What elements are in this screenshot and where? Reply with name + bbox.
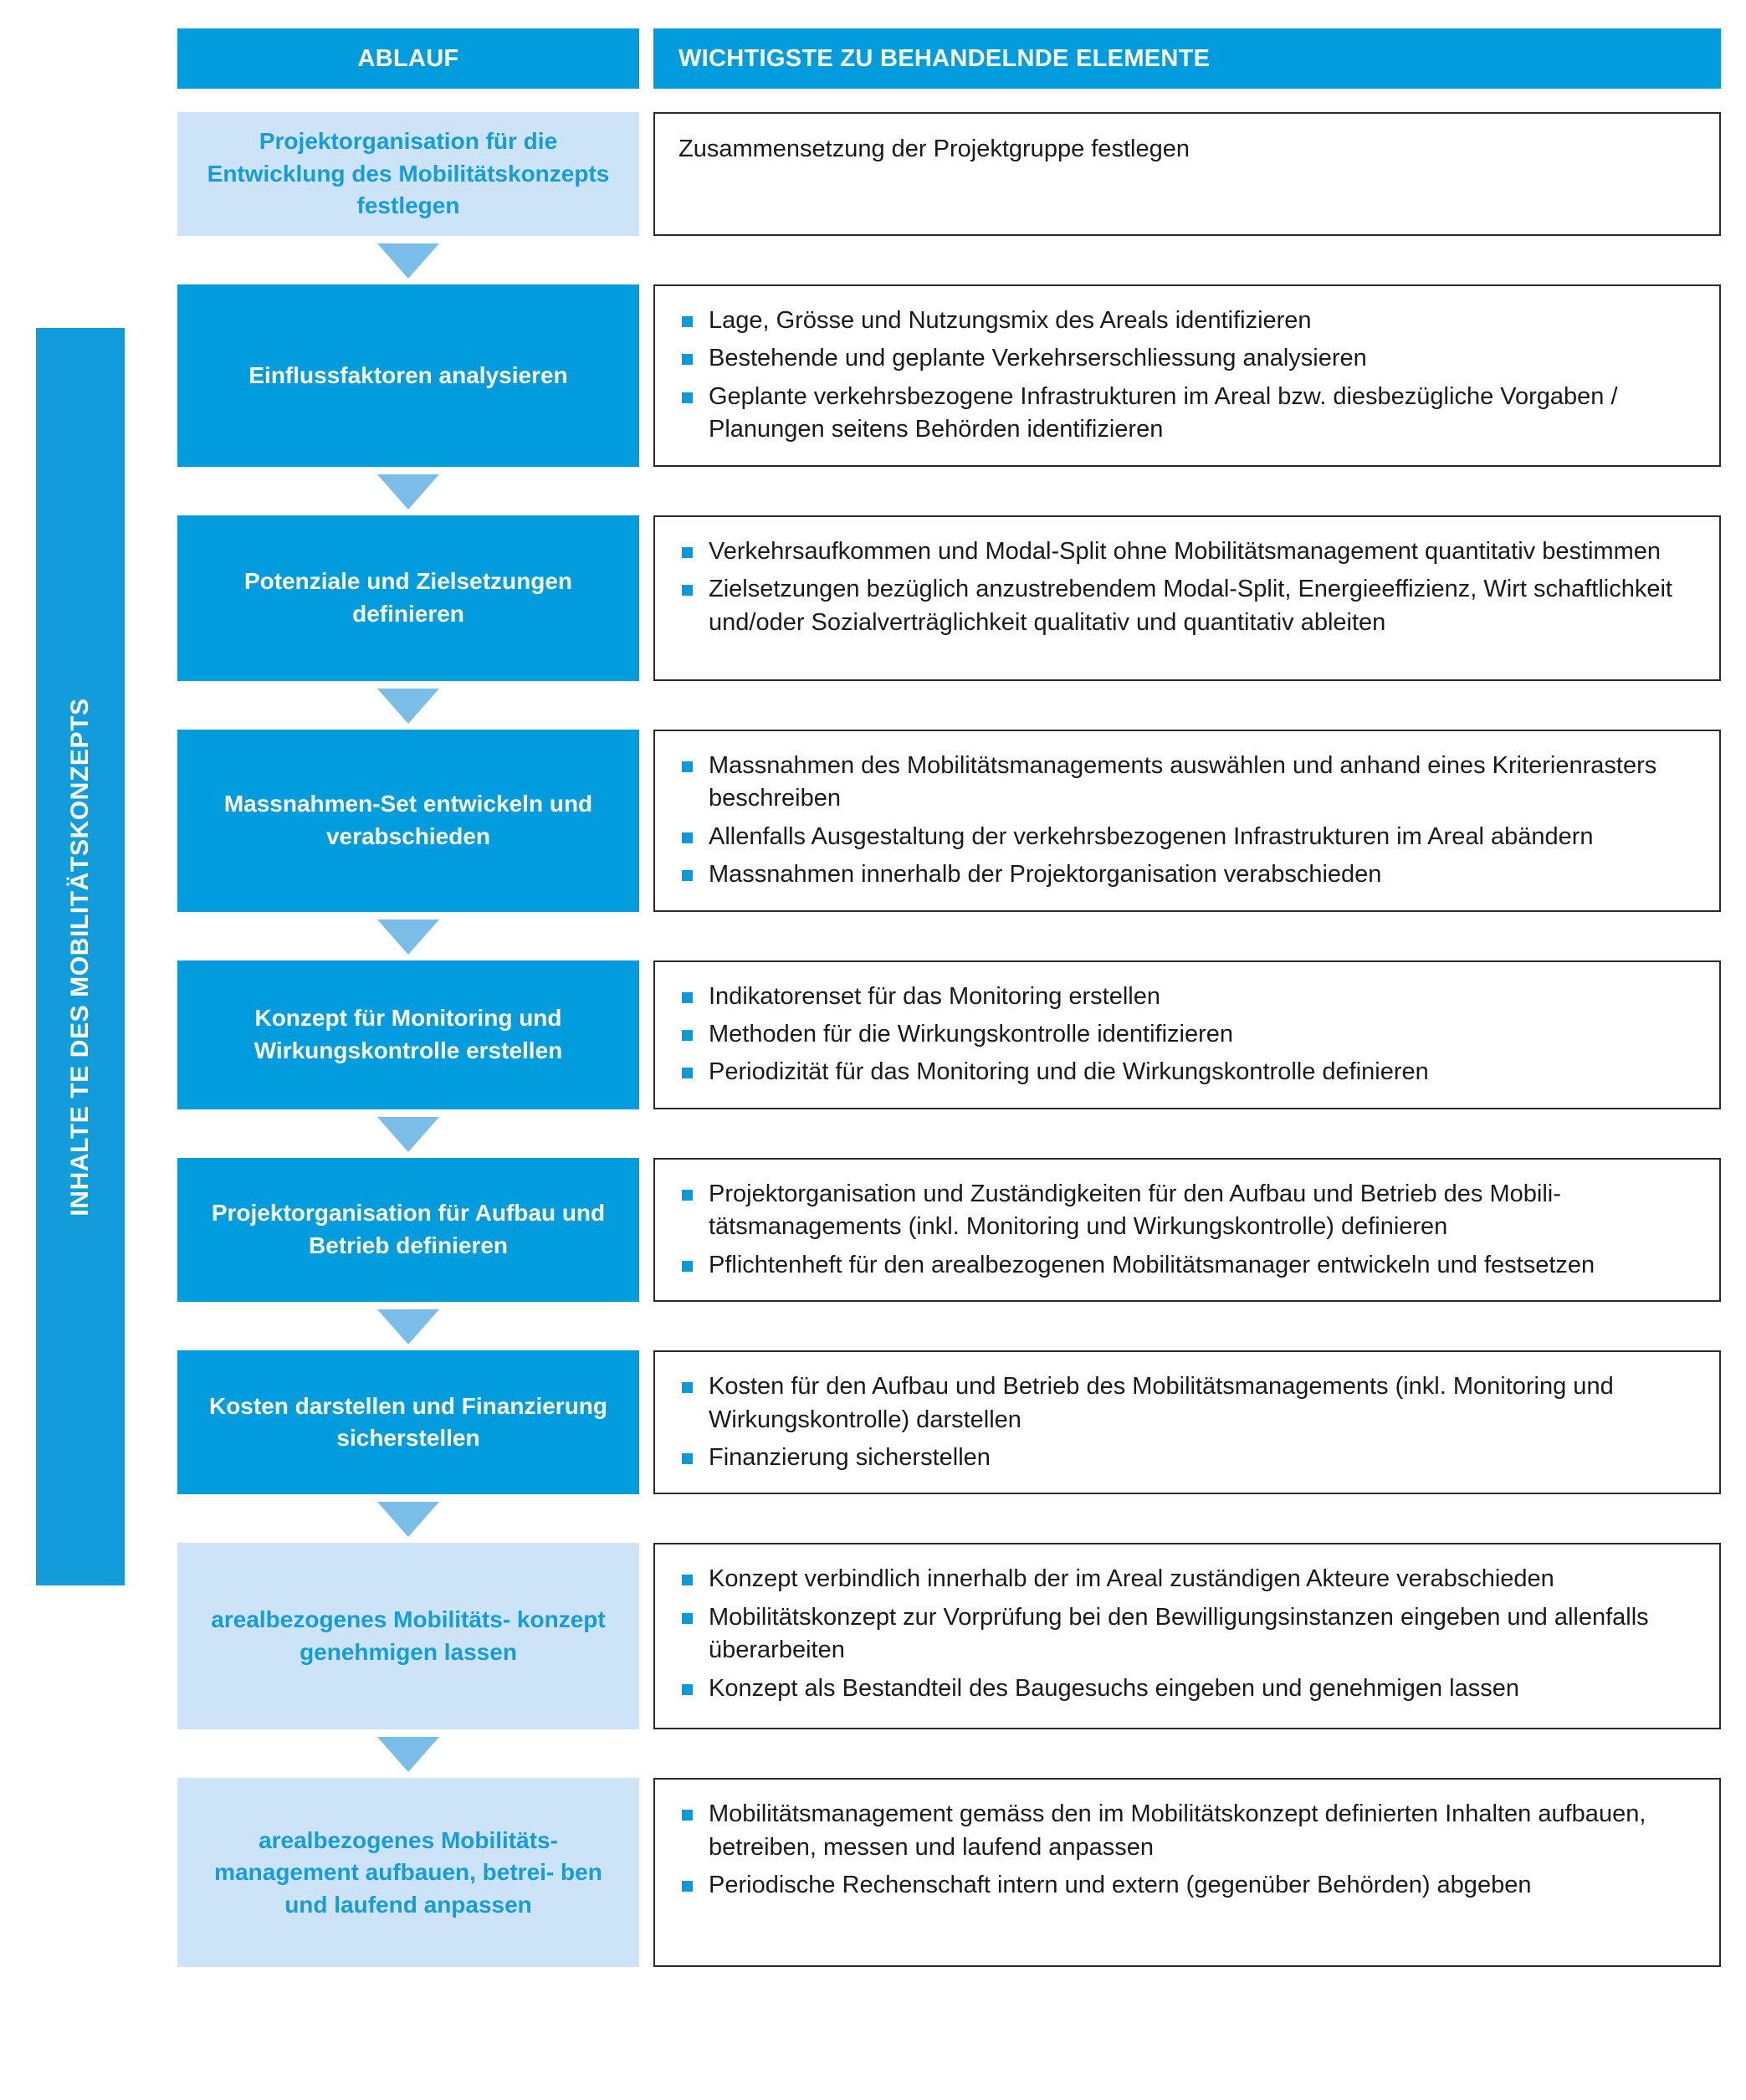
flow-row: Konzept für Monitoring und Wirkungskontr… bbox=[177, 960, 1721, 1109]
step-box[interactable]: arealbezogenes Mobilitäts- konzept geneh… bbox=[177, 1543, 639, 1730]
bullet-item: Zielsetzungen bezüglich anzustrebendem M… bbox=[678, 573, 1697, 639]
connector-arrow-wrap bbox=[177, 236, 1721, 284]
column-headers: ABLAUF WICHTIGSTE ZU BEHANDELNDE ELEMENT… bbox=[177, 28, 1721, 89]
step-label: arealbezogenes Mobilitäts- konzept geneh… bbox=[211, 1606, 606, 1665]
column-gap bbox=[639, 1778, 653, 1967]
bullet-item: Projektorganisation und Zuständigkeiten … bbox=[678, 1178, 1697, 1244]
flow-rows: Projektorganisation für die Entwicklung … bbox=[177, 112, 1721, 1968]
elements-panel: Projektorganisation und Zuständigkeiten … bbox=[653, 1157, 1721, 1303]
column-gap bbox=[639, 284, 653, 467]
connector-arrow-wrap bbox=[177, 1302, 1721, 1350]
bullet-item: Geplante verkehrsbezogene Infrastrukture… bbox=[678, 381, 1697, 447]
step-label: arealbezogenes Mobilitäts- management au… bbox=[214, 1826, 602, 1918]
bullet-item: Massnahmen des Mobilitätsmanagements aus… bbox=[678, 750, 1697, 816]
bullet-item: Mobilitätskonzept zur Vorprüfung bei den… bbox=[678, 1601, 1697, 1667]
step-box[interactable]: Projektorganisation für Aufbau und Betri… bbox=[177, 1157, 639, 1303]
step-box[interactable]: Konzept für Monitoring und Wirkungskontr… bbox=[177, 960, 639, 1109]
connector-arrow-wrap bbox=[177, 467, 1721, 515]
arrow-down-icon bbox=[377, 474, 439, 510]
step-label: Projektorganisation für die Entwicklung … bbox=[207, 128, 610, 219]
column-header-elemente: WICHTIGSTE ZU BEHANDELNDE ELEMENTE bbox=[653, 28, 1721, 89]
column-gap bbox=[639, 1350, 653, 1494]
arrow-down-icon bbox=[377, 243, 439, 279]
step-label: Einflussfaktoren analysieren bbox=[248, 361, 568, 388]
bullet-item: Kosten für den Aufbau und Betrieb des Mo… bbox=[678, 1370, 1697, 1437]
elements-panel: Verkehrsaufkommen und Modal-Split ohne M… bbox=[653, 515, 1721, 681]
elements-panel: Kosten für den Aufbau und Betrieb des Mo… bbox=[653, 1350, 1721, 1495]
bullet-item: Verkehrsaufkommen und Modal-Split ohne M… bbox=[678, 535, 1697, 568]
arrow-down-icon bbox=[377, 1116, 439, 1152]
bullet-list: Indikatorenset für das Monitoring erstel… bbox=[678, 981, 1697, 1089]
bullet-list: Massnahmen des Mobilitätsmanagements aus… bbox=[678, 750, 1697, 892]
connector-arrow-wrap bbox=[177, 912, 1721, 960]
elements-panel: Zusammensetzung der Projektgruppe festle… bbox=[653, 112, 1721, 236]
flow-row: Potenziale und Zielsetzungen definieren V… bbox=[177, 515, 1721, 681]
elements-panel: Lage, Grösse und Nutzungsmix des Areals … bbox=[653, 284, 1721, 467]
elements-panel: Konzept verbindlich innerhalb der im Are… bbox=[653, 1543, 1721, 1730]
bullet-list: Lage, Grösse und Nutzungsmix des Areals … bbox=[678, 305, 1697, 447]
step-label: Konzept für Monitoring und Wirkungskontr… bbox=[253, 1005, 563, 1063]
bullet-item: Periodizität für das Monitoring und die … bbox=[678, 1056, 1697, 1088]
bullet-list: Projektorganisation und Zuständigkeiten … bbox=[678, 1178, 1697, 1282]
bullet-list: Mobilitätsmanagement gemäss den im Mobil… bbox=[678, 1798, 1697, 1902]
arrow-down-icon bbox=[377, 919, 439, 955]
column-gap bbox=[639, 1158, 653, 1302]
step-box[interactable]: Kosten darstellen und Finanzierung siche… bbox=[177, 1350, 639, 1495]
flow-row: Kosten darstellen und Finanzierung siche… bbox=[177, 1350, 1721, 1495]
step-box[interactable]: arealbezogenes Mobilitäts- management au… bbox=[177, 1778, 639, 1968]
flow-row: arealbezogenes Mobilitäts- management au… bbox=[177, 1778, 1721, 1968]
connector-arrow-wrap bbox=[177, 1109, 1721, 1158]
column-gap bbox=[639, 730, 653, 912]
step-box[interactable]: Einflussfaktoren analysieren bbox=[177, 284, 639, 467]
bullet-item: Konzept verbindlich innerhalb der im Are… bbox=[678, 1563, 1697, 1595]
flow-row: Projektorganisation für Aufbau und Betri… bbox=[177, 1157, 1721, 1303]
step-label: Massnahmen-Set entwickeln und verabschie… bbox=[223, 791, 593, 849]
step-box[interactable]: Potenziale und Zielsetzungen definieren bbox=[177, 515, 639, 681]
elements-panel: Mobilitätsmanagement gemäss den im Mobil… bbox=[653, 1778, 1721, 1968]
bullet-item: Pflichtenheft für den arealbezogenen Mob… bbox=[678, 1249, 1697, 1282]
column-header-ablauf: ABLAUF bbox=[177, 28, 639, 89]
bullet-item: Periodische Rechenschaft intern und exte… bbox=[678, 1869, 1697, 1902]
bullet-list: Konzept verbindlich innerhalb der im Are… bbox=[678, 1563, 1697, 1705]
flow-row: Projektorganisation für die Entwicklung … bbox=[177, 112, 1721, 236]
panel-text: Zusammensetzung der Projektgruppe festle… bbox=[678, 136, 1190, 162]
elements-panel: Indikatorenset für das Monitoring erstel… bbox=[653, 960, 1721, 1109]
bullet-item: Bestehende und geplante Verkehrserschlie… bbox=[678, 342, 1697, 375]
column-gap bbox=[639, 1543, 653, 1729]
arrow-down-icon bbox=[377, 1737, 439, 1773]
bullet-item: Lage, Grösse und Nutzungsmix des Areals … bbox=[678, 305, 1697, 337]
arrow-down-icon bbox=[377, 688, 439, 724]
connector-arrow-wrap bbox=[177, 1494, 1721, 1543]
step-label: Potenziale und Zielsetzungen definieren bbox=[243, 568, 573, 627]
flow-row: arealbezogenes Mobilitäts- konzept geneh… bbox=[177, 1543, 1721, 1730]
bullet-item: Mobilitätsmanagement gemäss den im Mobil… bbox=[678, 1798, 1697, 1864]
bullet-list: Kosten für den Aufbau und Betrieb des Mo… bbox=[678, 1370, 1697, 1474]
bullet-item: Indikatorenset für das Monitoring erstel… bbox=[678, 981, 1697, 1013]
bullet-item: Methoden für die Wirkungskontrolle ident… bbox=[678, 1018, 1697, 1051]
step-box[interactable]: Projektorganisation für die Entwicklung … bbox=[177, 112, 639, 236]
bullet-item: Massnahmen innerhalb der Projektorganisa… bbox=[678, 858, 1697, 891]
column-gap bbox=[639, 960, 653, 1109]
step-label: Kosten darstellen und Finanzierung siche… bbox=[208, 1392, 608, 1452]
bullet-item: Konzept als Bestandteil des Baugesuchs e… bbox=[678, 1672, 1697, 1705]
elements-panel: Massnahmen des Mobilitätsmanagements aus… bbox=[653, 729, 1721, 912]
column-gap bbox=[639, 515, 653, 681]
column-gap bbox=[639, 112, 653, 236]
step-label: Projektorganisation für Aufbau und Betri… bbox=[211, 1200, 606, 1258]
bullet-item: Allenfalls Ausgestaltung der verkehrsbez… bbox=[678, 821, 1697, 853]
arrow-down-icon bbox=[377, 1309, 439, 1345]
step-box[interactable]: Massnahmen-Set entwickeln und verabschie… bbox=[177, 729, 639, 912]
bullet-item: Finanzierung sicherstellen bbox=[678, 1442, 1697, 1474]
connector-arrow-wrap bbox=[177, 681, 1721, 730]
flow-row: Massnahmen-Set entwickeln und verabschie… bbox=[177, 729, 1721, 912]
vertical-section-label: INHALTE TE DES MOBILITÄTSKONZEPTS bbox=[66, 697, 94, 1216]
flow-row: Einflussfaktoren analysieren Lage, Grösse… bbox=[177, 284, 1721, 467]
bullet-list: Verkehrsaufkommen und Modal-Split ohne M… bbox=[678, 535, 1697, 639]
arrow-down-icon bbox=[377, 1502, 439, 1538]
connector-arrow-wrap bbox=[177, 1729, 1721, 1778]
vertical-section-band: INHALTE TE DES MOBILITÄTSKONZEPTS bbox=[36, 328, 125, 1585]
